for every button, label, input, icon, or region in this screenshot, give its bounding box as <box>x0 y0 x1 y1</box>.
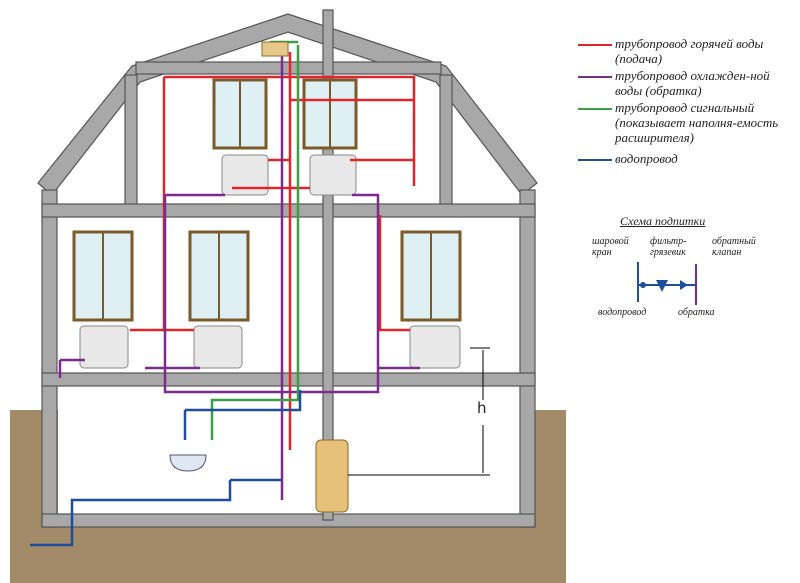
feed-scheme <box>637 262 697 305</box>
legend-hot: трубопровод горячей воды (подача) <box>615 36 764 66</box>
radiators <box>79 154 461 369</box>
legend-signal: трубопровод сигнальный (показывает напол… <box>615 100 779 145</box>
label-filter: фильтр-грязевик <box>650 236 687 258</box>
height-marker <box>348 347 490 476</box>
scheme-title: Схема подпитки <box>620 214 706 228</box>
label-water: водопровод <box>598 307 647 318</box>
boiler <box>315 439 349 513</box>
legend-return: трубопровод охлажден-ной воды (обратка) <box>615 68 770 98</box>
legend-line-hot <box>578 44 612 46</box>
house-frame <box>37 9 538 528</box>
label-ball-valve: шаровой кран <box>592 236 629 258</box>
legend-line-return <box>578 76 612 78</box>
label-return: обратка <box>678 307 715 318</box>
label-check-valve: обратный клапан <box>712 236 756 258</box>
height-label: h <box>477 399 487 417</box>
legend-water: водопровод <box>615 151 678 166</box>
sink <box>169 454 207 472</box>
legend-line-water <box>578 159 612 161</box>
expansion-tank <box>261 41 289 57</box>
legend-line-signal <box>578 108 612 110</box>
